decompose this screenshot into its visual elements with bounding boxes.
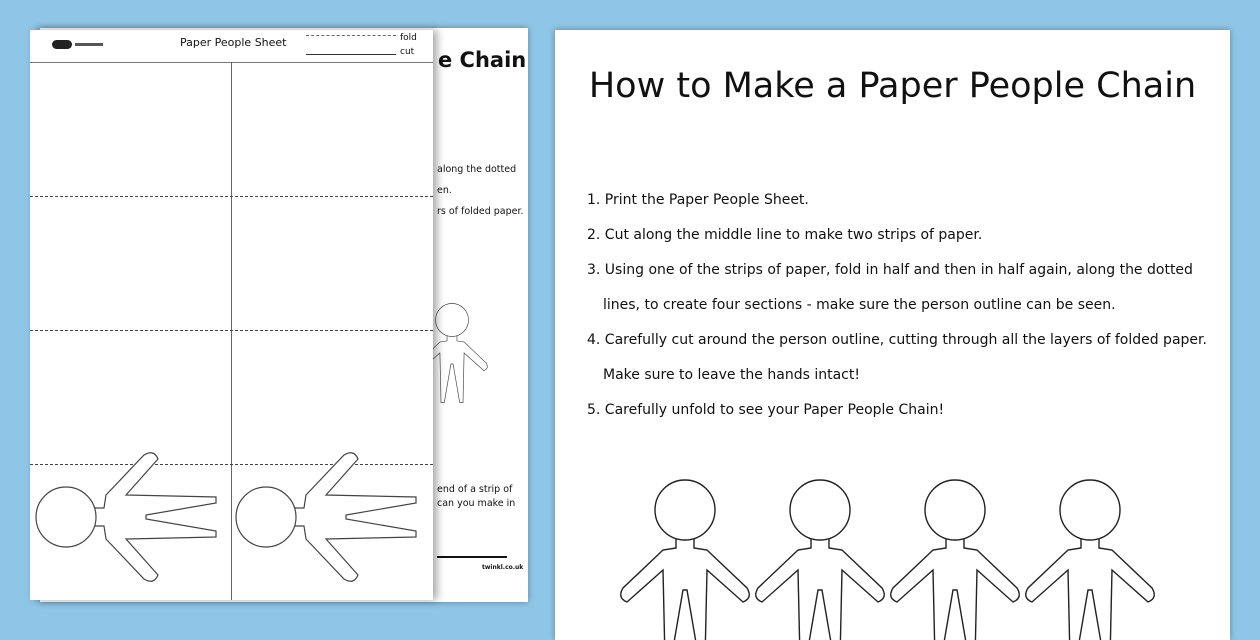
person-outline — [1025, 479, 1155, 640]
step-5: 5. Carefully unfold to see your Paper Pe… — [587, 402, 945, 418]
paper-people-chain — [620, 479, 1155, 640]
signature-line — [437, 556, 507, 558]
step-4-cont: Make sure to leave the hands intact! — [603, 367, 860, 383]
step-3-cont: lines, to create four sections - make su… — [603, 297, 1116, 313]
footer-url: twinkl.co.uk — [482, 564, 524, 571]
person-outline — [755, 479, 885, 640]
fold-label: fold — [400, 33, 417, 43]
sheet-title: Paper People Sheet — [180, 36, 287, 49]
twinkl-logo — [52, 40, 72, 49]
page-title: How to Make a Paper People Chain — [588, 66, 1197, 106]
back-text: rs of folded paper. — [437, 206, 524, 217]
small-person-outline — [416, 303, 488, 403]
fold-line — [30, 196, 433, 197]
step-4: 4. Carefully cut around the person outli… — [587, 332, 1207, 348]
instruction-steps: 1. Print the Paper People Sheet. 2. Cut … — [587, 183, 1207, 428]
fold-line-legend — [306, 35, 396, 36]
cut-label: cut — [400, 47, 415, 57]
person-outlines — [35, 452, 417, 582]
cut-line-legend — [306, 54, 396, 55]
person-outline — [235, 452, 417, 582]
logo-url — [75, 43, 103, 46]
person-outline — [35, 452, 217, 582]
person-outline — [620, 479, 750, 640]
fold-line — [30, 464, 433, 465]
step-2: 2. Cut along the middle line to make two… — [587, 227, 983, 243]
back-text: en. — [437, 185, 452, 196]
step-1: 1. Print the Paper People Sheet. — [587, 192, 809, 208]
person-outline — [890, 479, 1020, 640]
back-text: can you make in — [437, 498, 516, 509]
instruction-page: How to Make a Paper People Chain 1. Prin… — [555, 30, 1230, 640]
back-title-fragment: e Chain — [438, 48, 527, 72]
cut-line — [231, 62, 232, 600]
paper-people-sheet: Paper People Sheet fold cut — [30, 30, 433, 600]
step-3: 3. Using one of the strips of paper, fol… — [587, 262, 1193, 278]
back-text: end of a strip of — [437, 484, 513, 495]
back-text: along the dotted — [437, 164, 517, 175]
fold-line — [30, 330, 433, 331]
person-outline — [416, 303, 488, 403]
